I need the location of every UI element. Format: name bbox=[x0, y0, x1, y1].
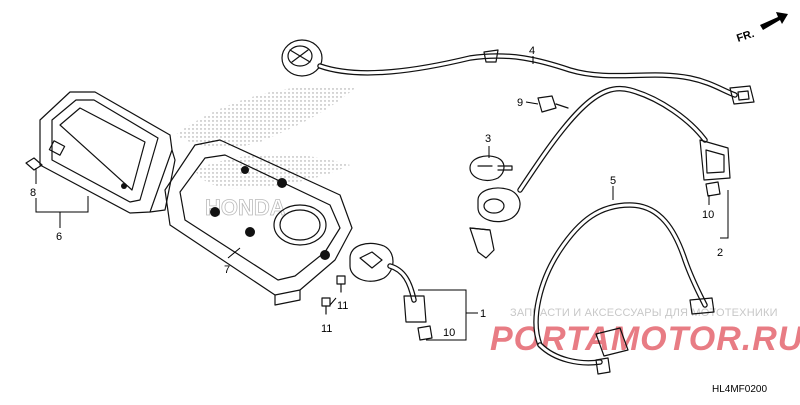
callout-leaders bbox=[35, 56, 729, 341]
front-direction-marker: FR. bbox=[735, 12, 788, 45]
diagram-code: HL4MF0200 bbox=[712, 384, 767, 395]
svg-text:HONDA: HONDA bbox=[205, 195, 286, 220]
callout-10-lower: 10 bbox=[443, 327, 455, 339]
key-part-3 bbox=[469, 155, 513, 181]
front-label: FR. bbox=[735, 28, 756, 45]
wing-logo-background: HONDA bbox=[175, 85, 355, 220]
callout-6: 6 bbox=[56, 231, 62, 243]
clip-9 bbox=[537, 95, 569, 113]
callout-5: 5 bbox=[610, 175, 616, 187]
callout-2: 2 bbox=[717, 247, 723, 259]
watermark-logo: PORTAMOTOR.RU bbox=[490, 320, 800, 358]
callout-3: 3 bbox=[485, 133, 491, 145]
callout-10-upper: 10 bbox=[702, 209, 714, 221]
small-label-part bbox=[25, 157, 43, 171]
ignition-switch-harness-2 bbox=[469, 85, 731, 259]
watermark-tagline: ЗАПЧАСТИ И АКСЕССУАРЫ ДЛЯ МОТОТЕХНИКИ bbox=[510, 307, 778, 319]
callout-11-upper: 11 bbox=[337, 300, 348, 312]
callout-1: 1 bbox=[480, 308, 486, 320]
bolt-11-lower bbox=[321, 297, 331, 315]
callout-7: 7 bbox=[224, 264, 230, 276]
socket-harness-1 bbox=[349, 242, 433, 341]
wire-harness-5 bbox=[533, 202, 715, 375]
callout-9: 9 bbox=[517, 97, 523, 109]
callout-8: 8 bbox=[30, 187, 36, 199]
meter-assembly bbox=[39, 91, 176, 214]
callout-4: 4 bbox=[529, 45, 535, 57]
wire-harness-4 bbox=[281, 39, 755, 105]
meter-stay-bracket bbox=[164, 139, 353, 306]
callout-11-lower: 11 bbox=[321, 323, 332, 335]
bolt-11-upper bbox=[336, 275, 346, 293]
arrow-icon bbox=[760, 12, 788, 30]
